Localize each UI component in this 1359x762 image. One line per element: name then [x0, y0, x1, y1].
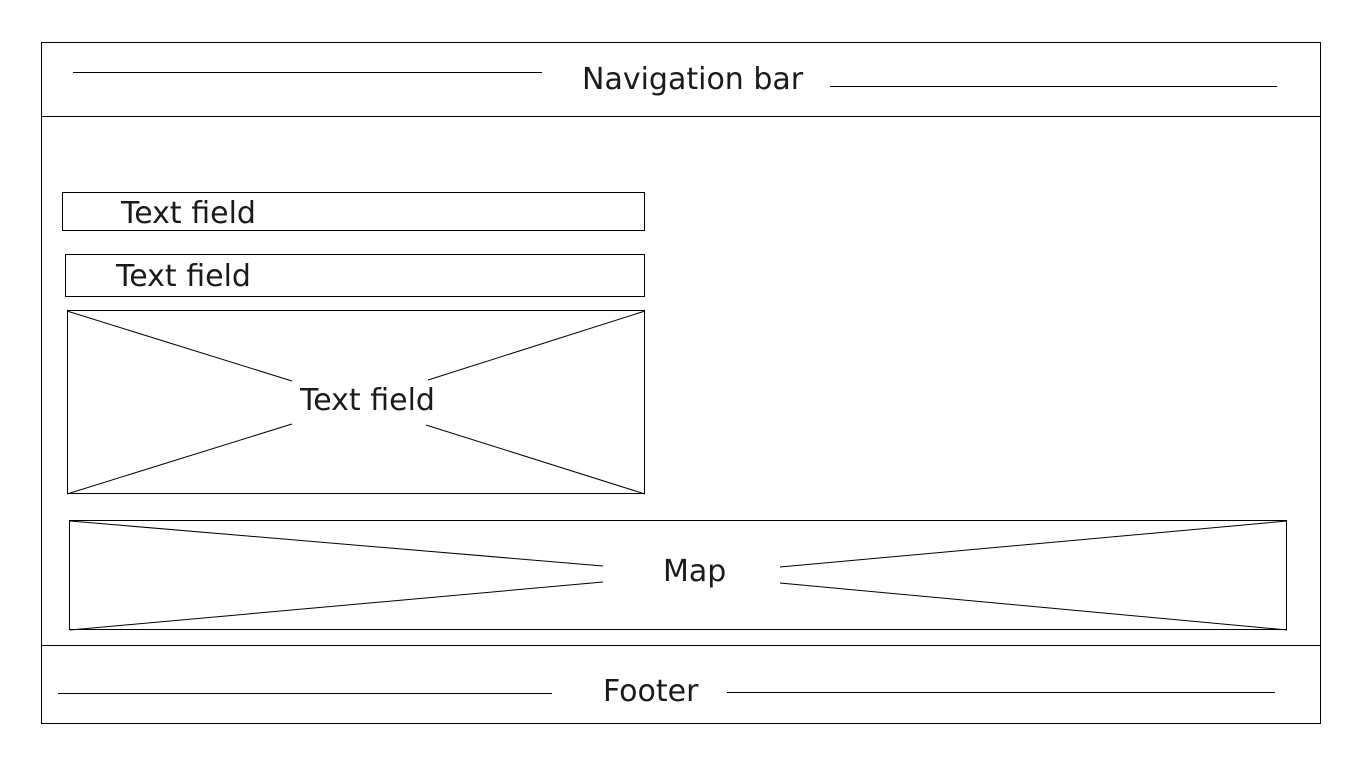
map-diag-bottom-left — [69, 581, 604, 631]
text-field-3-diag-top-right — [427, 310, 646, 381]
text-field-3-label: Text field — [296, 386, 439, 416]
map-label: Map — [659, 557, 731, 587]
text-field-2-label: Text field — [116, 259, 251, 294]
map-box — [69, 520, 1287, 630]
text-field-1-box — [62, 192, 645, 231]
page-frame — [41, 42, 1321, 724]
map-diag-top-right — [779, 520, 1288, 568]
text-field-2-box — [65, 254, 645, 297]
text-field-1-label: Text field — [121, 196, 256, 231]
map-diag-top-left — [69, 520, 604, 567]
text-field-3-box — [67, 310, 645, 494]
text-field-3-diag-top-left — [66, 310, 293, 382]
text-field-3-diag-bottom-left — [66, 423, 293, 495]
text-field-3-diag-bottom-right — [425, 424, 646, 495]
footer-label: Footer — [599, 677, 703, 707]
navbar-label: Navigation bar — [578, 65, 808, 95]
map-diag-bottom-right — [779, 582, 1288, 631]
